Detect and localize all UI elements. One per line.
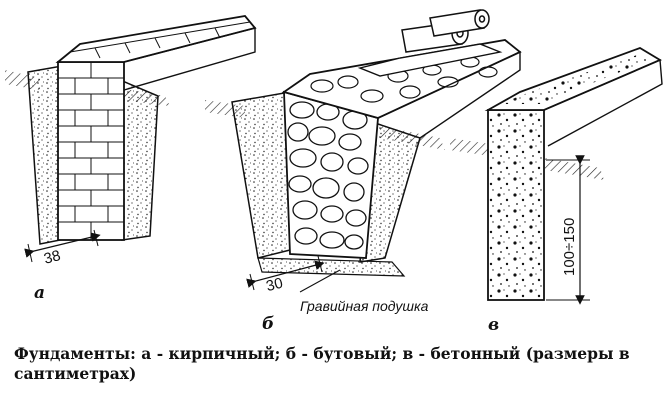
callout-leader — [299, 269, 341, 293]
gravel-pad — [257, 257, 406, 277]
figure-v-concrete-foundation: 100÷150 в — [450, 47, 663, 335]
roll-material — [401, 9, 490, 53]
concrete-side-face — [543, 58, 663, 147]
brick-top-joints — [69, 21, 251, 59]
figure-label-v: в — [488, 315, 499, 335]
sand-fill-left-b — [231, 91, 291, 259]
rubble-side-face — [377, 50, 521, 139]
brick-side-face — [123, 27, 256, 91]
dimension-line-b — [246, 260, 325, 288]
rubble-stones — [287, 101, 369, 250]
dimension-tick-a1 — [27, 243, 33, 263]
ground-left-v — [450, 138, 490, 156]
figure-label-a: а — [34, 283, 45, 303]
gravel-pad-callout: Гравийная подушка — [300, 298, 429, 314]
dimension-tick-b1 — [249, 273, 255, 291]
height-label-v: 100÷150 — [561, 218, 578, 276]
width-label-b: 30 — [264, 275, 284, 296]
sand-fill-left-a — [27, 65, 63, 245]
concrete-top-texture — [500, 54, 650, 104]
brick-wall-front — [57, 61, 125, 241]
concrete-texture-front — [489, 111, 543, 299]
ground-right-v — [545, 158, 604, 180]
figure-label-b: б — [262, 314, 274, 334]
brick-courses — [58, 62, 124, 240]
sand-fill-right-a — [119, 78, 159, 241]
brick-top-course — [55, 15, 257, 63]
waterproofing-slab — [357, 43, 503, 77]
dimension-tick-b2 — [317, 255, 323, 273]
width-label-a: 38 — [42, 247, 62, 268]
figure-b-rubble-foundation: 30 Гравийная подушка б — [205, 9, 522, 334]
rubble-top-stones — [310, 56, 498, 103]
dimension-line-a — [24, 232, 101, 258]
figure-caption: Фундаменты: а - кирпичный; б - бутовый; … — [14, 344, 630, 383]
foundations-drawing: 38 а — [5, 9, 663, 335]
figure-a-brick-foundation: 38 а — [5, 15, 257, 303]
dimension-tick-a2 — [93, 229, 99, 247]
